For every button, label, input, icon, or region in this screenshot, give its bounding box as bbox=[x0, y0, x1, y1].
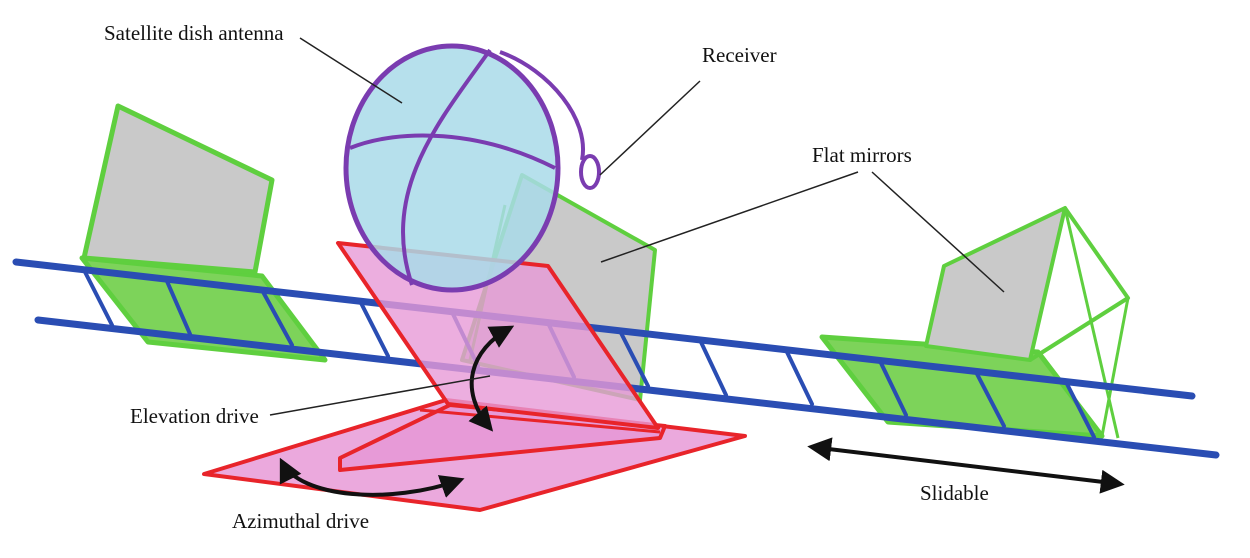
dish-bowl bbox=[343, 43, 561, 293]
elevation-arrow bbox=[468, 325, 515, 432]
left-mirror-face bbox=[81, 103, 275, 275]
label-azimuthal: Azimuthal drive bbox=[232, 509, 369, 533]
leader-lines bbox=[269, 37, 1005, 416]
satellite-dish bbox=[343, 43, 601, 293]
azimuth-arrow bbox=[279, 457, 465, 498]
feed-arm bbox=[499, 50, 586, 161]
rail-back bbox=[12, 258, 1196, 400]
label-slidable: Slidable bbox=[920, 481, 989, 505]
slide-arrow bbox=[807, 437, 1125, 494]
right-mirror bbox=[819, 206, 1130, 439]
motion-arrows bbox=[279, 325, 1125, 498]
label-dish: Satellite dish antenna bbox=[104, 21, 284, 45]
labels: Satellite dish antenna Receiver Flat mir… bbox=[104, 21, 989, 533]
label-elevation: Elevation drive bbox=[130, 404, 259, 428]
label-mirrors: Flat mirrors bbox=[812, 143, 912, 167]
label-receiver: Receiver bbox=[702, 43, 777, 67]
left-mirror bbox=[79, 103, 328, 363]
receiver-icon bbox=[579, 154, 601, 190]
